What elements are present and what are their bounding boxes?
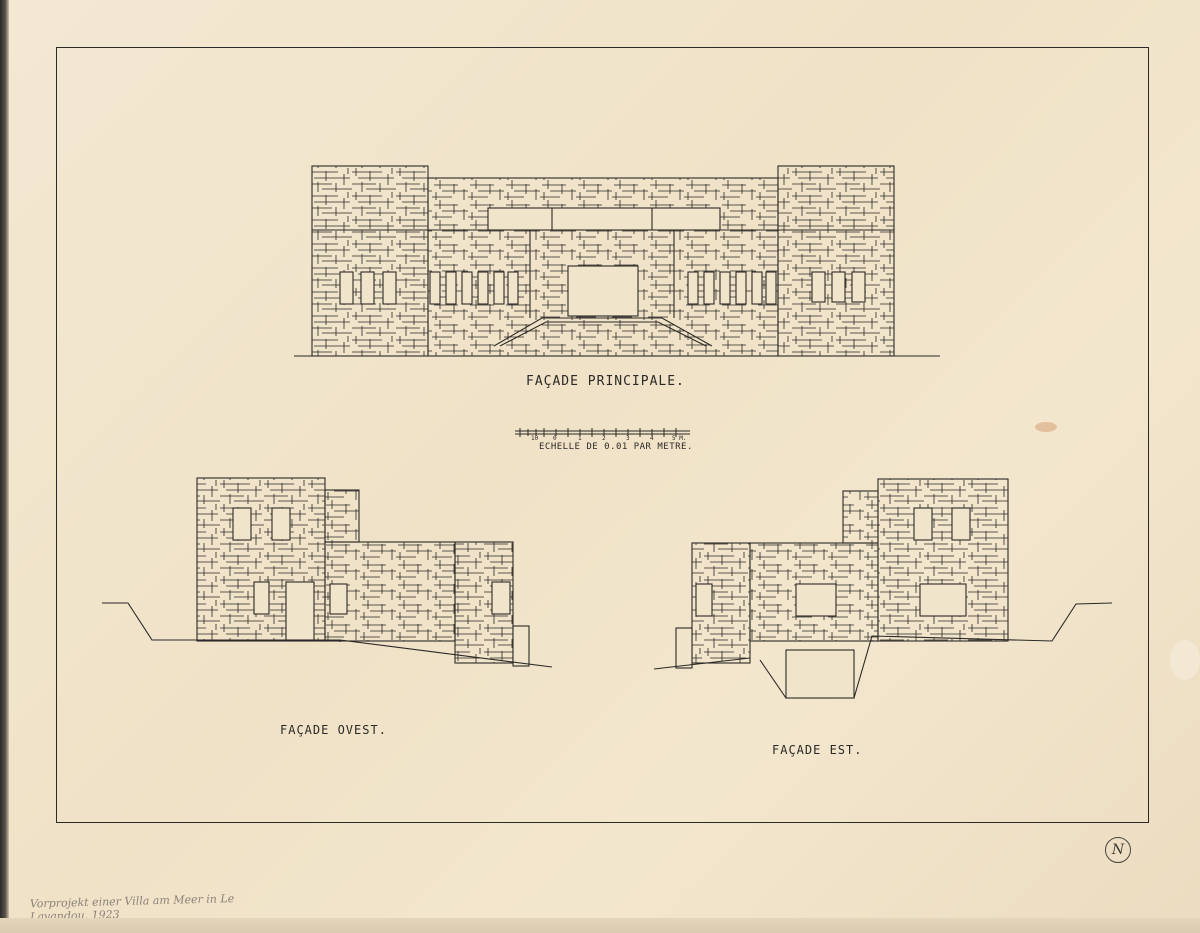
scale-tick-label: 2 xyxy=(602,435,606,442)
scan-edge-strip xyxy=(0,0,9,933)
scale-bar xyxy=(515,428,690,437)
facade-est-title: FAÇADE EST. xyxy=(772,743,863,757)
sheet-mark-circle: N xyxy=(1105,837,1131,863)
scale-tick-label: 0 xyxy=(553,435,557,442)
border-frame xyxy=(56,47,1149,823)
scale-caption: ECHELLE DE 0.01 PAR METRE. xyxy=(539,442,693,452)
scale-tick-label: 5 M. xyxy=(672,435,687,442)
facade-ouest-title: FAÇADE OVEST. xyxy=(280,723,387,737)
scale-tick-label: 3 xyxy=(626,435,630,442)
facade-principale-elevation xyxy=(294,165,940,357)
scale-tick-label: 1 xyxy=(578,435,582,442)
facade-est-elevation xyxy=(653,478,1113,699)
paper-stain xyxy=(1170,640,1200,680)
paper-stain xyxy=(1035,422,1057,432)
scan-bottom-edge xyxy=(0,918,1200,933)
facade-ouest-elevation xyxy=(102,477,553,668)
scale-tick-label: 4 xyxy=(650,435,654,442)
facade-principale-title: FAÇADE PRINCIPALE. xyxy=(526,374,685,389)
scale-tick-label: 10 xyxy=(531,435,539,442)
